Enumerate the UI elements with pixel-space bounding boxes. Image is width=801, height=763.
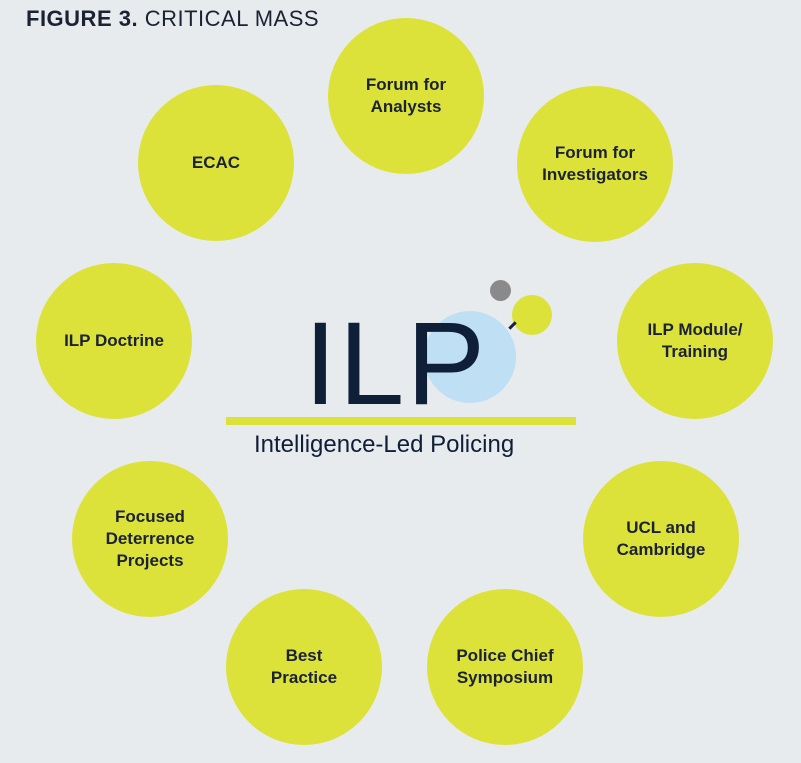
node-focused-deterrence: Focused Deterrence Projects: [72, 461, 228, 617]
node-ilp-module-training: ILP Module/ Training: [617, 263, 773, 419]
node-best-practice: Best Practice: [226, 589, 382, 745]
node-ilp-doctrine: ILP Doctrine: [36, 263, 192, 419]
node-forum-investigators: Forum for Investigators: [517, 86, 673, 242]
logo-gray-dot: [490, 280, 511, 301]
logo-acronym: ILP: [304, 298, 488, 430]
node-forum-analysts: Forum for Analysts: [328, 18, 484, 174]
figure-title: FIGURE 3. CRITICAL MASS: [26, 6, 320, 31]
logo-green-dot: [512, 295, 552, 335]
node-police-chief-symposium: Police Chief Symposium: [427, 589, 583, 745]
logo-subtitle: Intelligence-Led Policing: [254, 431, 515, 458]
node-ecac: ECAC: [138, 85, 294, 241]
logo-underline: [226, 417, 576, 425]
node-ucl-cambridge: UCL and Cambridge: [583, 461, 739, 617]
logo-blue-circle: [424, 311, 516, 403]
